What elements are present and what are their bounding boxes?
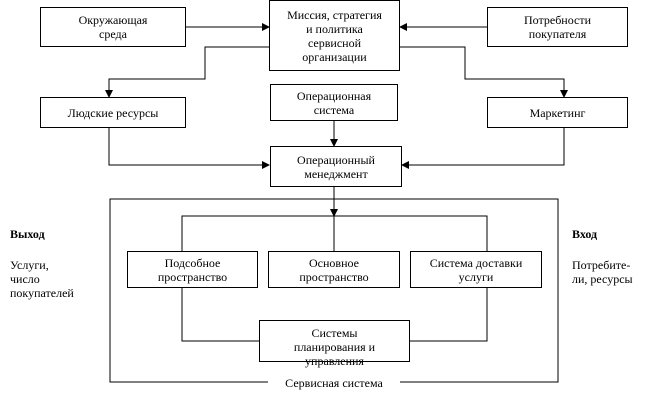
arrow-marketing-to-management [401, 128, 565, 169]
mission-label: Миссия, стратегия и политика сервисной о… [287, 7, 382, 64]
input-text: Потребите- ли, ресурсы [572, 258, 633, 286]
environment-label: Окружающая среда [78, 13, 148, 41]
arrow-mission-to-human-resources [105, 46, 269, 98]
marketing-label: Маркетинг [529, 105, 586, 120]
operations-system-label: Операционная система [296, 88, 372, 117]
customer-needs-box: Потребности покупателя [487, 7, 628, 47]
output-heading: Выход [10, 227, 45, 241]
auxiliary-space-label: Подсобное пространство [157, 255, 228, 284]
marketing-box: Маркетинг [487, 97, 628, 128]
output-text: Услуги, число покупателей [10, 258, 74, 300]
arrow-human-resources-to-management [108, 128, 270, 169]
human-resources-box: Людские ресурсы [40, 97, 186, 128]
planning-systems-label: Системы планирования и управления [293, 326, 376, 368]
operations-system-box: Операционная система [270, 84, 398, 121]
mission-box: Миссия, стратегия и политика сервисной о… [269, 0, 400, 71]
environment-box: Окружающая среда [40, 7, 186, 47]
operations-management-box: Операционный менеджмент [270, 146, 402, 187]
arrow-mission-to-marketing [400, 46, 568, 98]
planning-systems-box: Системы планирования и управления [259, 320, 410, 368]
customer-needs-label: Потребности покупателя [523, 13, 592, 41]
delivery-system-box: Система доставки услуги [410, 251, 542, 288]
service-system-label: Сервисная система [268, 376, 400, 390]
input-heading: Вход [572, 227, 598, 241]
delivery-system-label: Система доставки услуги [429, 255, 523, 284]
main-space-label: Основное пространство [299, 255, 369, 284]
link-delivery-to-planning [410, 288, 488, 342]
service-system-frame [109, 198, 559, 383]
operations-management-label: Операционный менеджмент [297, 152, 375, 181]
link-auxiliary-to-planning [181, 288, 259, 342]
main-space-box: Основное пространство [268, 251, 400, 288]
auxiliary-space-box: Подсобное пространство [127, 251, 258, 288]
human-resources-label: Людские ресурсы [67, 105, 159, 120]
